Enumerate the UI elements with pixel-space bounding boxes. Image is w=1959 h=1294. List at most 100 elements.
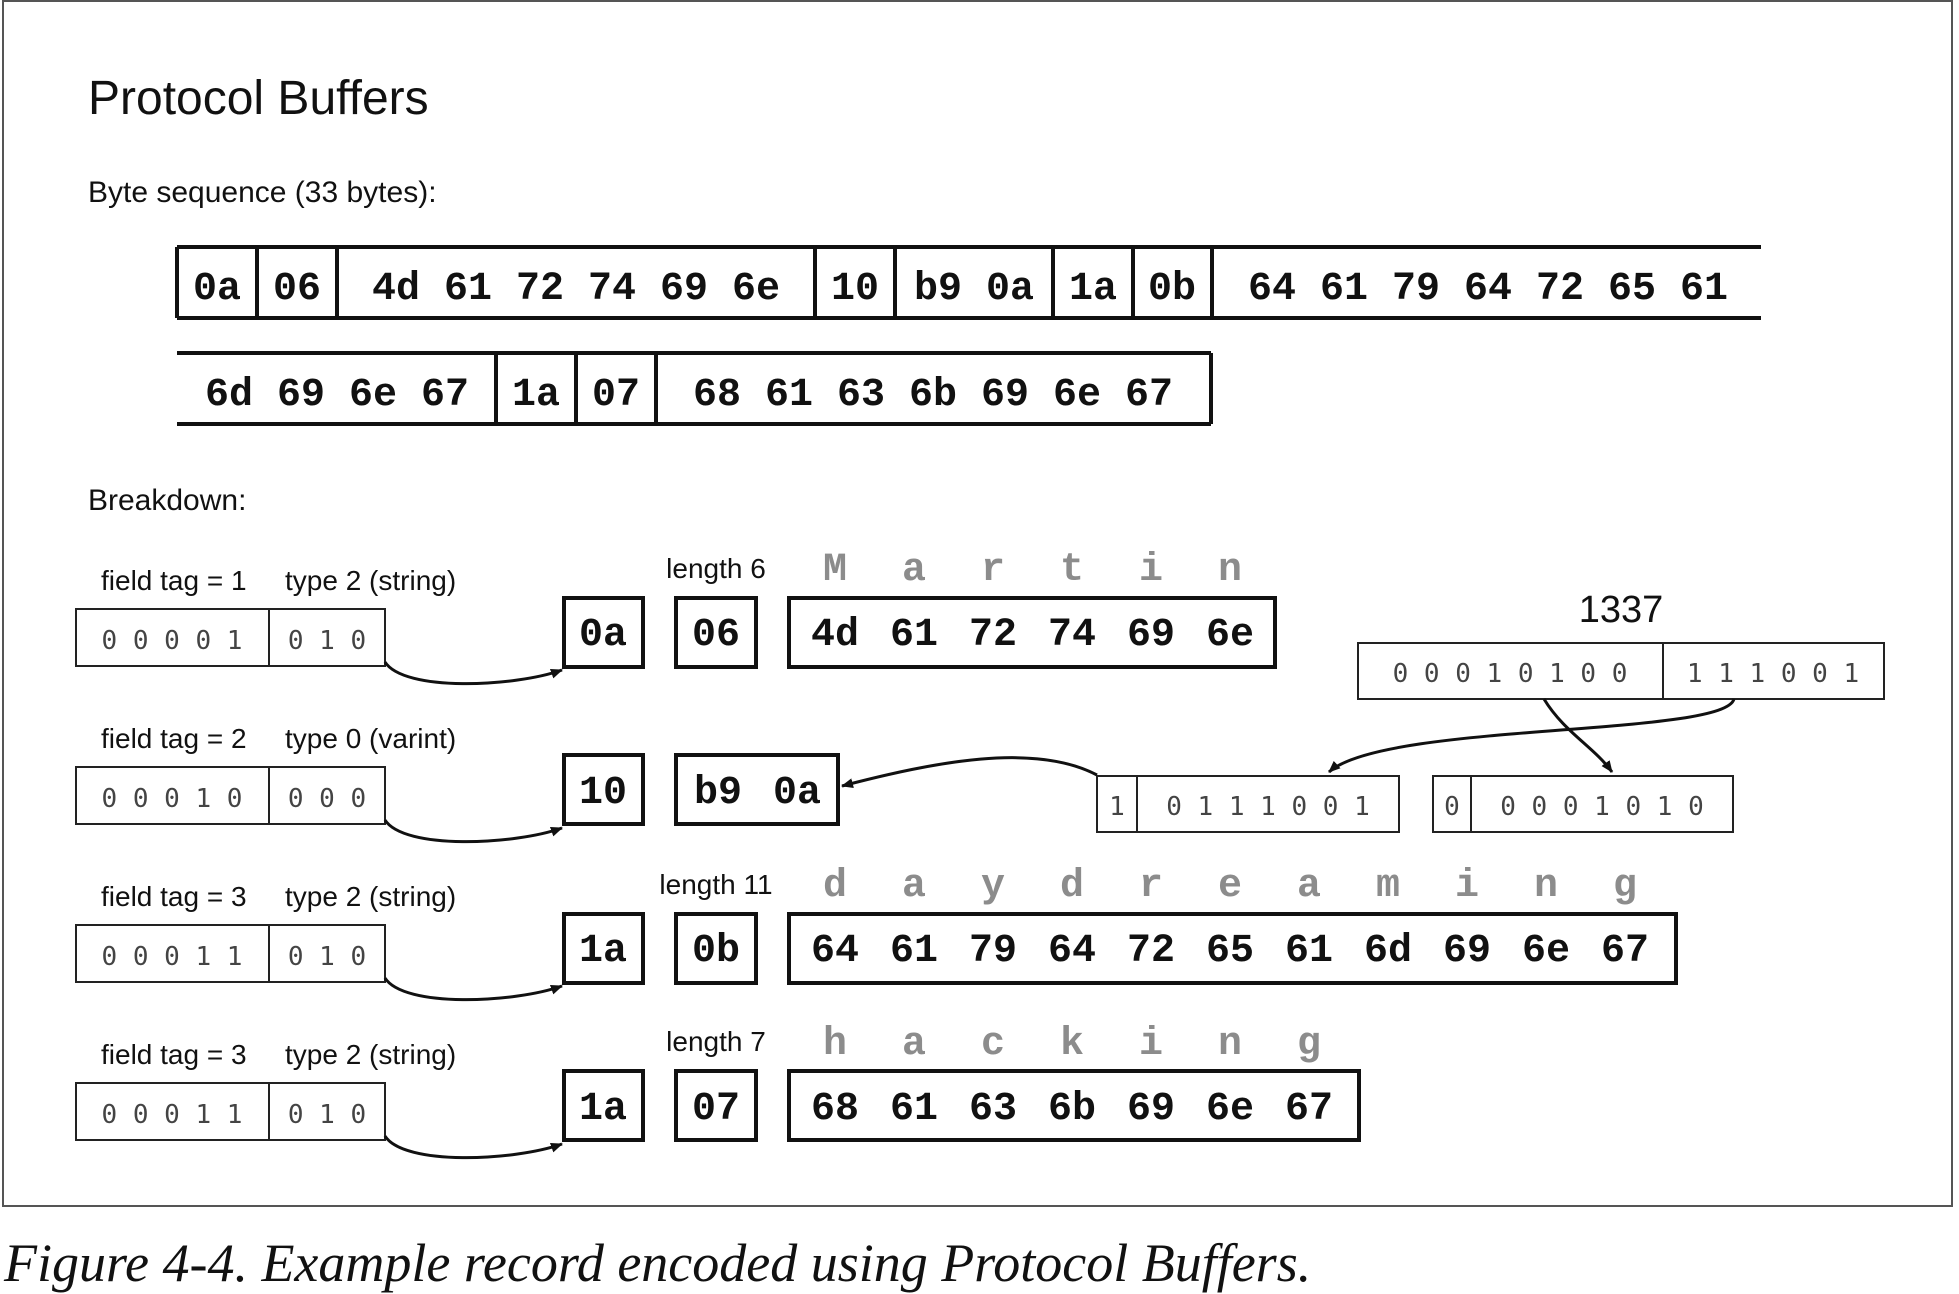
ascii-char: a [902, 864, 926, 909]
tag-bits-box [75, 1082, 386, 1141]
value-bytes-box [674, 753, 840, 826]
ascii-char: t [1060, 548, 1084, 593]
protobuf-diagram: Protocol Buffers Byte sequence (33 bytes… [75, 72, 1885, 1160]
value-byte: 64 [811, 929, 859, 974]
length-label: length 6 [666, 553, 766, 584]
varint-encoded-box-2 [1432, 775, 1734, 833]
continuation-bit-2: 0 [1444, 792, 1460, 822]
encoded-bits-1: 0 1 1 1 0 0 1 [1166, 792, 1370, 822]
value-byte: 6d [1364, 929, 1412, 974]
value-bytes: 68 61 63 6b 69 6e 67 [811, 1087, 1333, 1132]
field-3: field tag = 3 type 2 (string) 0 0 0 1 1 … [75, 864, 1678, 1002]
ascii-chars: h a c k i n g [823, 1022, 1321, 1067]
varint-output-arrow [841, 756, 1098, 789]
value-byte: 69 [1127, 1087, 1175, 1132]
varint-breakdown: 1337 0 0 0 1 0 1 0 0 1 1 1 0 0 1 1 0 1 1… [841, 589, 1885, 833]
tag-bits-box [75, 766, 386, 825]
value-bytes: 4d 61 72 74 69 6e [811, 613, 1254, 658]
tag-arrow [383, 819, 563, 844]
continuation-bit-1: 1 [1109, 792, 1125, 822]
value-byte: 61 [890, 1087, 938, 1132]
tag-byte-box [562, 912, 645, 985]
tag-bits-box [75, 608, 386, 667]
type-bits: 0 1 0 [288, 942, 366, 972]
value-bytes-box [787, 912, 1678, 985]
tag-byte-box [562, 1069, 645, 1142]
value-byte: 0a [773, 771, 821, 816]
tag-byte: 1a [579, 1087, 627, 1132]
ascii-char: M [823, 548, 847, 593]
length-byte: 06 [692, 613, 740, 658]
ascii-char: c [981, 1022, 1005, 1067]
ascii-char: n [1218, 1022, 1242, 1067]
value-byte: b9 [694, 771, 742, 816]
length-byte-box [674, 912, 758, 985]
value-byte: 67 [1601, 929, 1649, 974]
value-byte: 72 [969, 613, 1017, 658]
ascii-char: n [1534, 864, 1558, 909]
value-byte: 6e [1206, 1087, 1254, 1132]
varint-high-bits: 0 0 0 1 0 1 0 0 [1393, 659, 1628, 689]
tag-arrow [383, 661, 563, 686]
tag-bits: 0 0 0 0 1 [102, 626, 243, 656]
type-label: type 2 (string) [285, 881, 456, 912]
figure-caption: Figure 4-4. Example record encoded using… [4, 1233, 1312, 1293]
value-byte: 69 [1127, 613, 1175, 658]
length-byte-box [674, 596, 758, 669]
value-byte: 61 [890, 929, 938, 974]
value-bytes-box [787, 596, 1277, 669]
tag-byte-box [562, 753, 645, 826]
value-byte: 61 [1285, 929, 1333, 974]
byte-group: 06 [273, 267, 321, 312]
ascii-char: i [1455, 864, 1479, 909]
varint-encoded-box-1 [1096, 775, 1400, 833]
ascii-char: a [902, 548, 926, 593]
byte-sequence-label: Byte sequence (33 bytes): [88, 176, 437, 209]
value-byte: 79 [969, 929, 1017, 974]
byte-group: 6d 69 6e 67 [205, 373, 469, 418]
ascii-char: d [823, 864, 847, 909]
varint-value-label: 1337 [1579, 589, 1664, 631]
field-tag-label: field tag = 1 [101, 565, 247, 596]
length-label: length 7 [666, 1026, 766, 1057]
field-2: field tag = 2 type 0 (varint) 0 0 0 1 0 … [75, 723, 840, 844]
tag-bits: 0 0 0 1 1 [102, 942, 243, 972]
value-byte: 6e [1206, 613, 1254, 658]
byte-group: 10 [831, 267, 879, 312]
tag-bits-box [75, 924, 386, 983]
field-tag-label: field tag = 2 [101, 723, 247, 754]
ascii-char: e [1218, 864, 1242, 909]
field-4: field tag = 3 type 2 (string) 0 0 0 1 1 … [75, 1022, 1361, 1160]
tag-byte: 1a [579, 929, 627, 974]
value-byte: 68 [811, 1087, 859, 1132]
tag-byte: 0a [579, 613, 627, 658]
ascii-char: r [981, 548, 1005, 593]
length-byte-box [674, 1069, 758, 1142]
type-label: type 2 (string) [285, 565, 456, 596]
ascii-char: i [1139, 1022, 1163, 1067]
value-byte: 69 [1443, 929, 1491, 974]
value-byte: 72 [1127, 929, 1175, 974]
byte-group: 1a [1069, 267, 1117, 312]
value-bytes-box [787, 1069, 1361, 1142]
value-bytes: 64 61 79 64 72 65 61 6d 69 6e 67 [811, 929, 1649, 974]
varint-low-bits: 1 1 1 0 0 1 [1687, 659, 1859, 689]
breakdown-label: Breakdown: [88, 484, 246, 517]
byte-group: 68 61 63 6b 69 6e 67 [693, 373, 1173, 418]
ascii-char: a [902, 1022, 926, 1067]
ascii-char: n [1218, 548, 1242, 593]
ascii-char: g [1613, 864, 1637, 909]
type-bits: 0 0 0 [288, 784, 366, 814]
byte-group: 07 [592, 373, 640, 418]
byte-group: 0b [1148, 267, 1196, 312]
tag-byte-box [562, 596, 645, 669]
byte-sequence-row-2: 6d 69 6e 67 1a 07 68 61 63 6b 69 6e 67 [177, 351, 1213, 426]
value-byte: 74 [1048, 613, 1096, 658]
byte-group: b9 0a [914, 267, 1034, 312]
type-label: type 0 (varint) [285, 723, 456, 754]
figure-frame: Protocol Buffers Byte sequence (33 bytes… [2, 0, 1953, 1207]
byte-group: 1a [512, 373, 560, 418]
ascii-char: r [1139, 864, 1163, 909]
low-bits-arrow [1327, 698, 1736, 774]
value-byte: 67 [1285, 1087, 1333, 1132]
